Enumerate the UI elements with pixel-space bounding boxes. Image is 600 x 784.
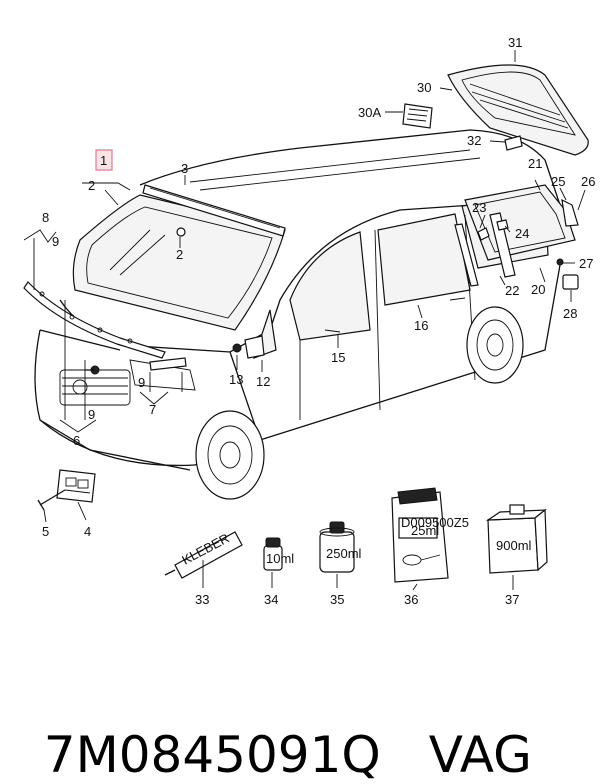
callout-2a: 2 xyxy=(88,178,95,193)
footer: 7M0845091Q VAG xyxy=(12,668,592,784)
part-5-screw xyxy=(37,489,66,511)
can-250ml: 250ml xyxy=(319,521,362,573)
callout-23: 23 xyxy=(472,200,486,215)
rear-hatch-glass xyxy=(447,64,589,156)
callout-1: 1 xyxy=(100,153,107,168)
callout-26: 26 xyxy=(581,174,595,189)
parts-diagram: KLEBER 10ml 250ml D009500Z5 25ml 900ml xyxy=(12,35,595,784)
callout-30: 30 xyxy=(417,80,431,95)
callout-9a: 9 xyxy=(52,234,59,249)
part-8-seal xyxy=(23,281,166,359)
callout-21: 21 xyxy=(528,156,542,171)
callout-16: 16 xyxy=(414,318,428,333)
callout-31: 31 xyxy=(508,35,522,50)
callout-7: 7 xyxy=(149,402,156,417)
callout-35: 35 xyxy=(330,592,344,607)
part-4-mount xyxy=(56,469,96,503)
callout-1-highlight xyxy=(95,149,113,171)
vendor-name: VAG xyxy=(428,726,532,784)
callout-13: 13 xyxy=(229,372,243,387)
callout-28: 28 xyxy=(563,306,577,321)
vial-10ml: 10ml xyxy=(263,537,294,571)
diagram-svg: KLEBER 10ml 250ml D009500Z5 25ml 900ml xyxy=(23,35,595,607)
pouch-size: 25ml xyxy=(411,523,439,538)
clips xyxy=(85,357,187,375)
box-label: 900ml xyxy=(496,538,532,553)
callout-2b: 2 xyxy=(176,247,183,262)
callout-34: 34 xyxy=(264,592,278,607)
part-32-clip xyxy=(504,135,523,151)
callout-15: 15 xyxy=(331,350,345,365)
part-30a-plate xyxy=(402,103,433,129)
rear-side-window xyxy=(232,184,579,353)
callout-4: 4 xyxy=(84,524,91,539)
callout-36: 36 xyxy=(404,592,418,607)
callout-24: 24 xyxy=(515,226,529,241)
callout-9b: 9 xyxy=(138,375,145,390)
callout-12: 12 xyxy=(256,374,270,389)
callout-32: 32 xyxy=(467,133,481,148)
callout-27: 27 xyxy=(579,256,593,271)
part-number: 7M0845091Q xyxy=(43,726,381,784)
callout-5: 5 xyxy=(42,524,49,539)
callout-numbers: 1 2 2 3 4 5 6 7 8 9 9 9 12 13 15 16 20 2… xyxy=(42,35,595,607)
callout-3: 3 xyxy=(181,161,188,176)
callout-20: 20 xyxy=(531,282,545,297)
callout-25: 25 xyxy=(551,174,565,189)
vehicle-body xyxy=(34,129,561,500)
windscreen xyxy=(72,194,286,331)
callout-30a: 30A xyxy=(358,105,381,120)
pouch-36: D009500Z5 25ml xyxy=(391,487,469,583)
callout-8: 8 xyxy=(42,210,49,225)
callout-33: 33 xyxy=(195,592,209,607)
leader-lines xyxy=(23,50,586,591)
vial-label: 10ml xyxy=(266,551,294,566)
box-900ml: 900ml xyxy=(485,504,548,574)
tube-kleber: KLEBER xyxy=(164,530,243,579)
callout-9c: 9 xyxy=(88,407,95,422)
can-label: 250ml xyxy=(326,546,362,561)
pouch-code: D009500Z5 xyxy=(401,515,469,530)
part-3-strip xyxy=(142,184,286,237)
callout-37: 37 xyxy=(505,592,519,607)
callout-22: 22 xyxy=(505,283,519,298)
callout-6: 6 xyxy=(73,433,80,448)
